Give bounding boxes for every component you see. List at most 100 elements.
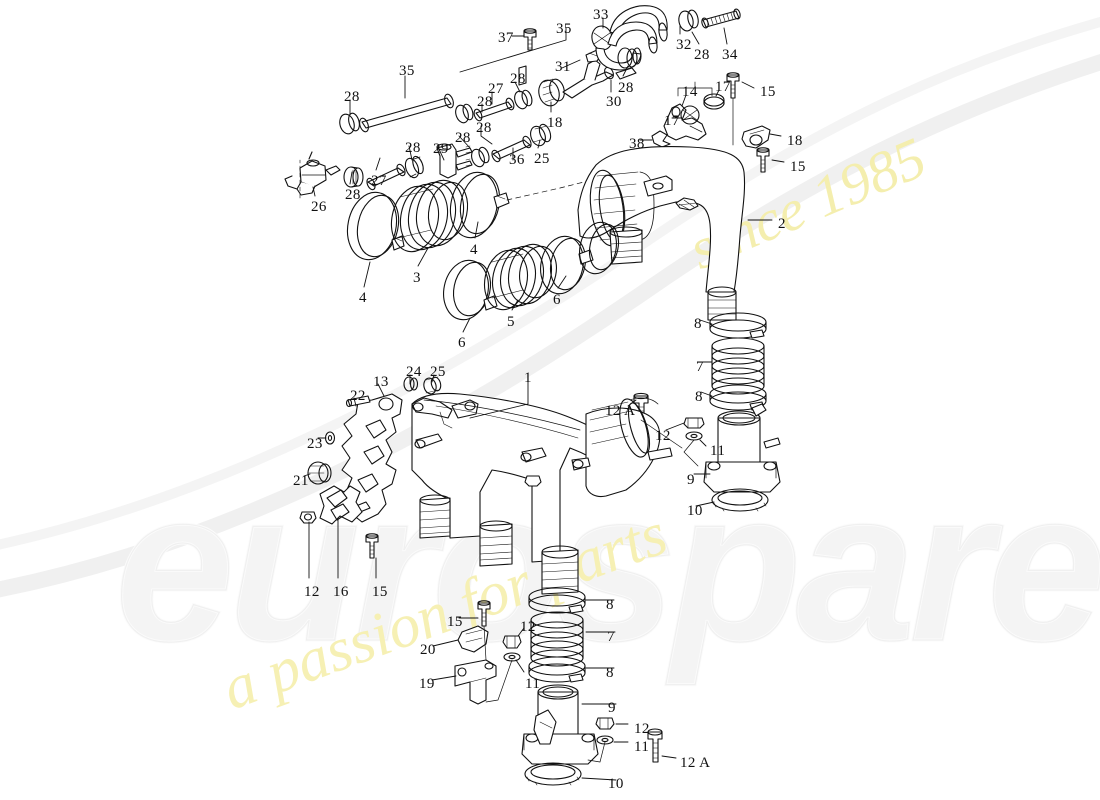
callout-4: 4: [359, 290, 367, 306]
callout-6: 6: [553, 292, 561, 308]
part-10-gasket: [711, 488, 769, 512]
callout-11: 11: [634, 739, 650, 755]
part-28-sleeve-g: [678, 9, 699, 32]
callout-15: 15: [760, 84, 776, 100]
callout-27: 27: [371, 173, 387, 189]
callout-3: 3: [413, 270, 421, 286]
part-28-sleeve-c: [471, 146, 490, 168]
callout-38: 38: [629, 136, 645, 152]
callout-25: 25: [430, 364, 446, 380]
callout-12: 12: [520, 619, 536, 635]
callout-14: 14: [682, 84, 698, 100]
group-clamp-rings: [346, 171, 620, 321]
part-27-pipe-b: [473, 97, 515, 122]
callout-11: 11: [525, 676, 541, 692]
callout-28: 28: [510, 71, 526, 87]
callout-32: 32: [676, 37, 692, 53]
callout-7: 7: [607, 629, 615, 645]
part-12-nut-d: [502, 635, 522, 649]
part-12-nut-a: [683, 417, 705, 429]
callout-8: 8: [606, 597, 614, 613]
callout-10: 10: [608, 776, 624, 792]
part-28-sleeve-a: [343, 166, 364, 188]
part-8-clamp-d: [528, 656, 586, 683]
callout-35: 35: [399, 63, 415, 79]
callout-2: 2: [778, 216, 786, 232]
part-1-throat: [585, 398, 673, 498]
callout-28: 28: [694, 47, 710, 63]
callout-4: 4: [470, 242, 478, 258]
callout-12: 12: [655, 428, 671, 444]
part-15-bolt-d: [477, 600, 491, 627]
callout-12: 12: [634, 721, 650, 737]
callout-15: 15: [790, 159, 806, 175]
part-28-sleeve-e: [455, 103, 474, 124]
callout-34: 34: [722, 47, 738, 63]
callout-17: 17: [715, 79, 731, 95]
callout-6: 6: [458, 335, 466, 351]
callout-37: 37: [498, 30, 514, 46]
callout-28: 28: [455, 130, 471, 146]
part-18-bracket: [741, 125, 771, 149]
part-1-runner-b: [479, 520, 513, 567]
callout-26: 26: [311, 199, 327, 215]
callout-36: 36: [509, 152, 525, 168]
part-12-nut-c: [595, 717, 615, 730]
part-28-sleeve-d: [339, 112, 360, 135]
callout-9: 9: [687, 472, 695, 488]
callout-18: 18: [547, 115, 563, 131]
callout-10: 10: [687, 503, 703, 519]
part-23-washer: [324, 431, 336, 445]
part-38-clip: [651, 130, 671, 148]
part-1-mount-arms: [411, 397, 591, 471]
part-9-throttle-housing-b: [521, 684, 599, 765]
callout-28: 28: [405, 140, 421, 156]
part-19-bracket: [454, 659, 497, 705]
callout-12: 12: [304, 584, 320, 600]
part-1-runner-a: [419, 494, 451, 539]
part-10-gasket-b: [524, 762, 582, 786]
callout-25: 25: [534, 151, 550, 167]
callout-28: 28: [344, 89, 360, 105]
part-12-nut-on-manifold: [524, 475, 542, 487]
part-1-intake-manifold: [411, 392, 673, 595]
part-20-clip: [457, 625, 489, 653]
callout-28: 28: [618, 80, 634, 96]
part-24-sleeve: [403, 376, 419, 392]
callout-8: 8: [694, 316, 702, 332]
part-4-clamp-a: [346, 191, 405, 261]
callout-33: 33: [593, 7, 609, 23]
part-15-bolt-c: [365, 533, 379, 559]
part-4-clamp-b: [449, 171, 510, 239]
callout-28: 28: [477, 94, 493, 110]
part-11-washer-a: [685, 431, 703, 441]
callout-9: 9: [608, 700, 616, 716]
callout-13: 13: [373, 374, 389, 390]
part-25-clamp-b: [423, 376, 442, 395]
callout-29: 29: [433, 141, 449, 157]
callout-23: 23: [307, 436, 323, 452]
callout-22: 22: [350, 388, 366, 404]
construction-line-a: [506, 181, 585, 201]
part-12a-bolt-b: [647, 728, 663, 763]
part-29-tee: [436, 143, 473, 179]
part-25-clamp: [530, 123, 552, 147]
callout-17: 17: [664, 113, 680, 129]
callout-5: 5: [507, 314, 515, 330]
callout-8: 8: [695, 389, 703, 405]
part-3-bellows: [390, 179, 469, 253]
part-28-sleeve-h: [617, 47, 638, 69]
part-2-flange: [643, 175, 673, 197]
callout-12a: 12 A: [680, 755, 711, 771]
part-6-clamp-b: [540, 235, 594, 295]
callout-30: 30: [606, 94, 622, 110]
group-bottom-bellows-stack: [454, 587, 663, 786]
part-17-bushing-b: [680, 105, 700, 125]
part-12-nut-b: [299, 511, 317, 524]
callout-24: 24: [406, 364, 422, 380]
part-15-bolt-b: [756, 147, 770, 173]
part-7-bellows: [711, 337, 765, 395]
callout-20: 20: [420, 642, 436, 658]
group-throttle-linkage: [651, 72, 771, 173]
